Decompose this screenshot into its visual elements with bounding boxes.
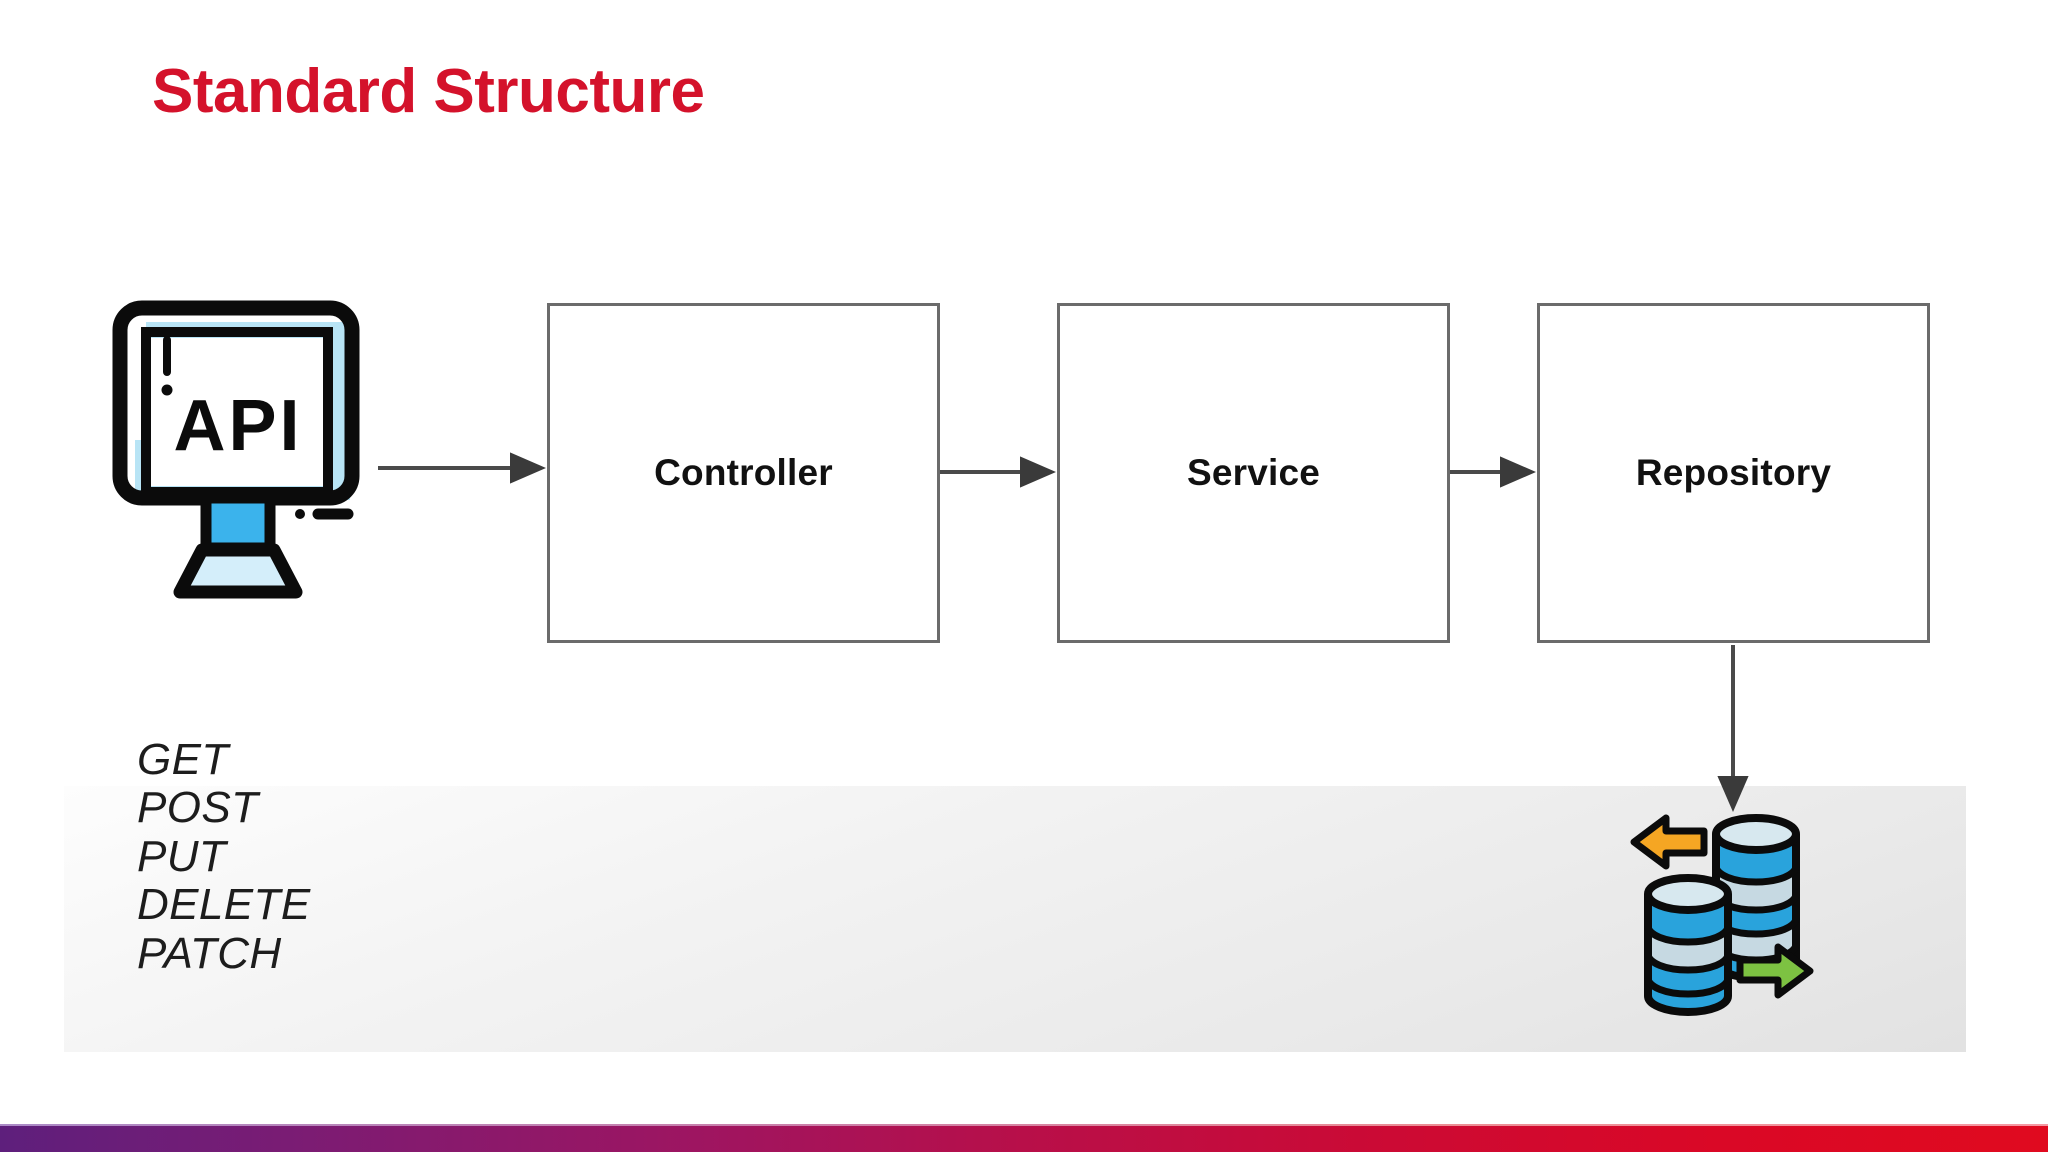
db-out-arrow-icon [1736, 943, 1814, 999]
db-in-arrow-icon [1630, 814, 1708, 870]
footer-gradient-bar [0, 1126, 2048, 1152]
page-title: Standard Structure [152, 57, 705, 126]
svg-text:API: API [173, 386, 302, 466]
process-box-controller[interactable]: Controller [547, 303, 940, 643]
process-box-repository[interactable]: Repository [1537, 303, 1930, 643]
db-cylinder-front [1644, 874, 1732, 1016]
database-stack-icon [1630, 800, 1870, 1030]
process-box-label: Controller [654, 452, 833, 493]
api-monitor-icon: API [110, 300, 380, 640]
process-box-service[interactable]: Service [1057, 303, 1450, 643]
list-item: PUT [137, 831, 227, 881]
list-item: POST [137, 783, 259, 833]
list-item: GET [137, 735, 229, 784]
list-item: DELETE [137, 880, 311, 930]
footer-hairline [0, 1124, 2048, 1126]
process-box-label: Service [1186, 452, 1321, 493]
list-item: PATCH [137, 928, 282, 978]
process-box-label: Repository [1635, 452, 1832, 493]
http-methods-list: GET POST PUT DELETE PATCH [137, 735, 557, 978]
